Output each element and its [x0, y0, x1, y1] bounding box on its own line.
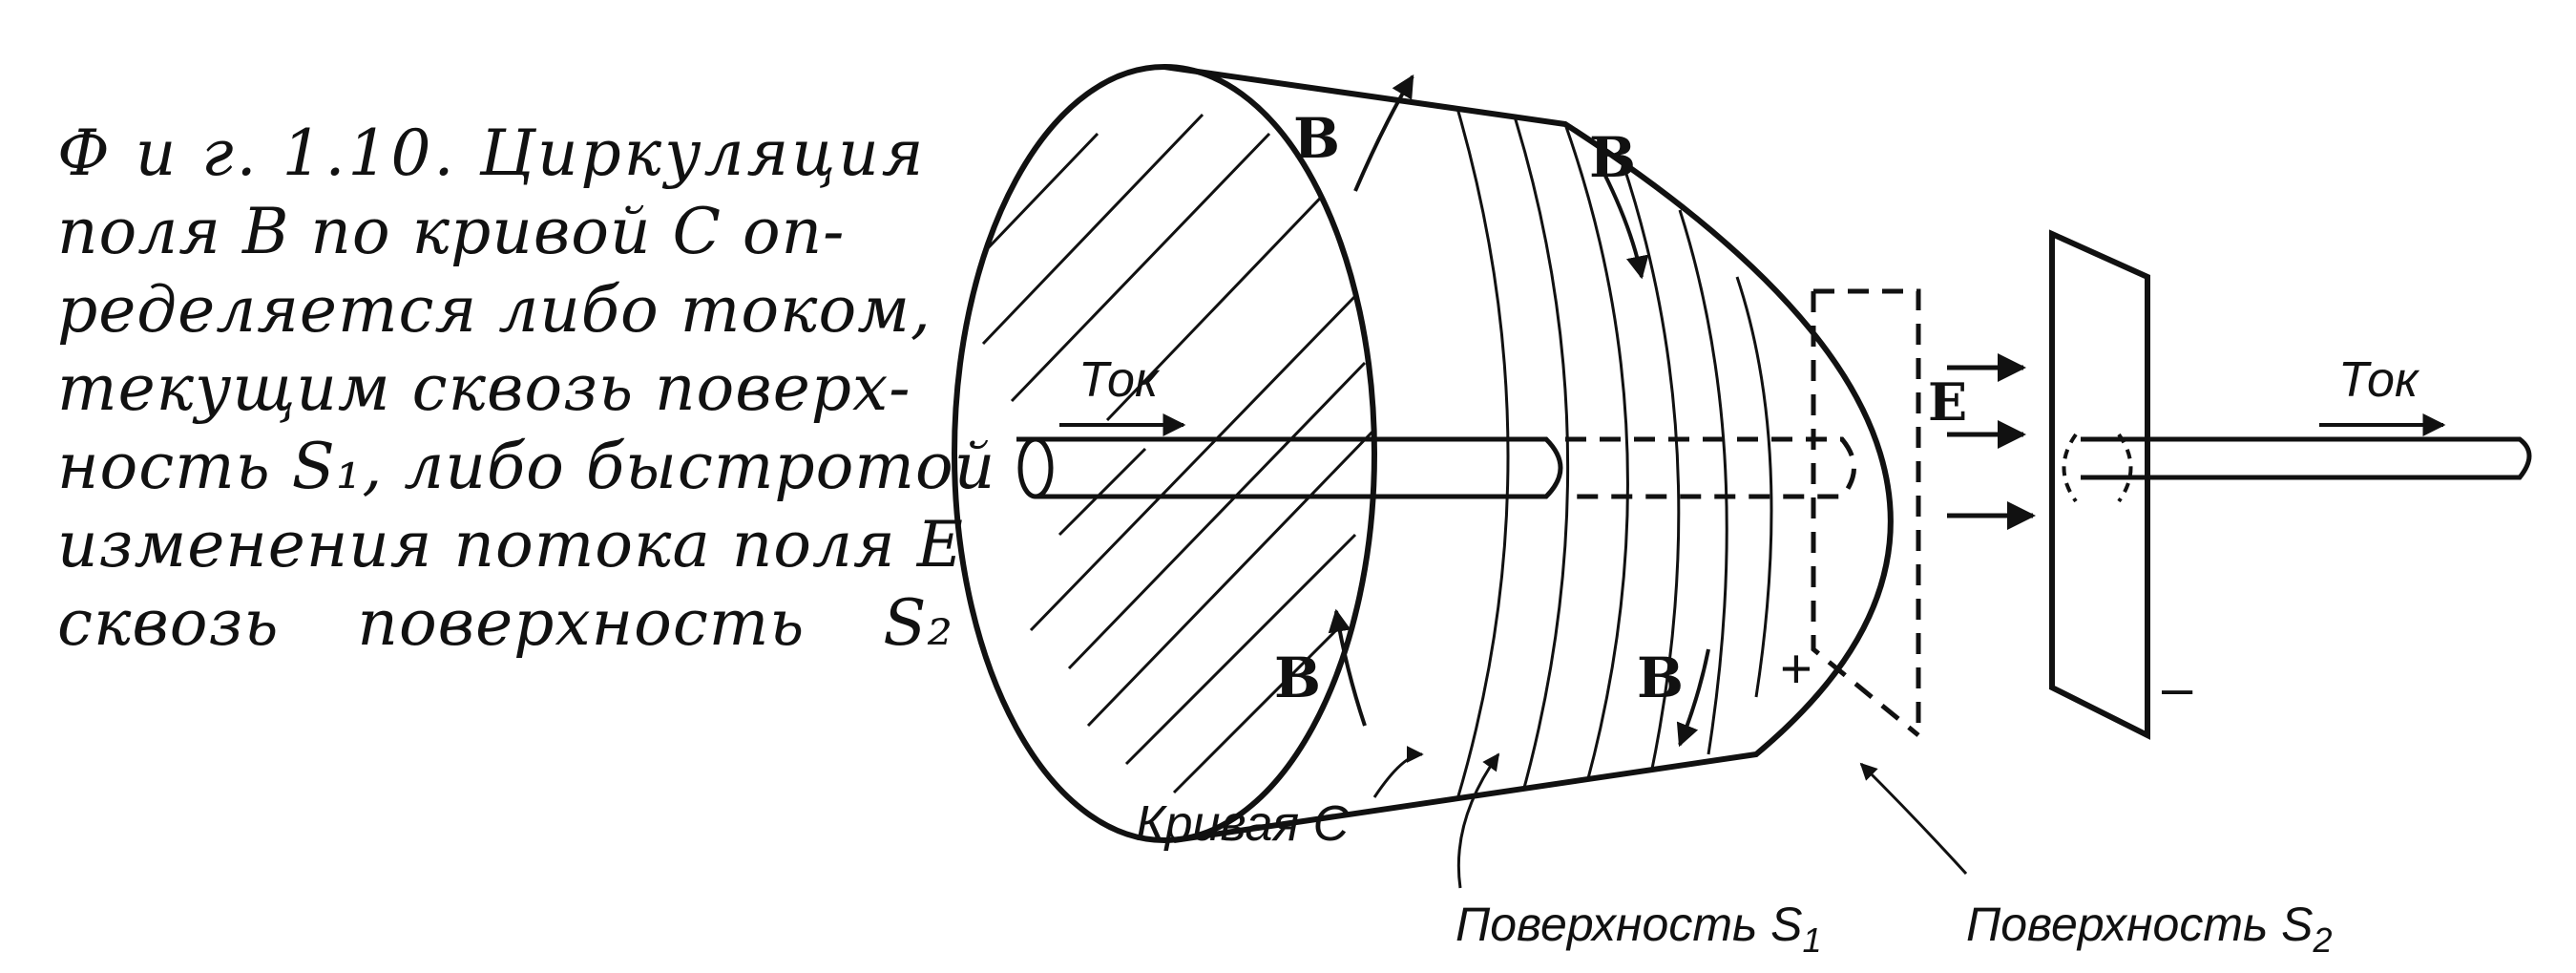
b-label-bottom-left: B — [1274, 645, 1321, 710]
surface-s1 — [952, 64, 1377, 843]
b-arrow-bottom-left — [1328, 608, 1367, 727]
surface-s2-label: Поверхность S2 — [1966, 898, 2333, 960]
right-wire — [2062, 433, 2532, 503]
surface-s2 — [1163, 64, 1921, 843]
caption-line: изменения потока поля E — [57, 508, 964, 582]
leader-surface-s1 — [1456, 752, 1500, 889]
b-arrow-bottom-right — [1676, 648, 1710, 748]
surface-s1-text: Поверхность S — [1456, 898, 1803, 951]
surface-s2-text: Поверхность S — [1966, 898, 2314, 951]
surface-s1-label: Поверхность S1 — [1456, 898, 1822, 960]
leader-curve-c — [1372, 746, 1424, 798]
caption-line: сквозь поверхность S₂ — [57, 586, 953, 660]
current-right-label: Ток — [2338, 352, 2420, 408]
b-label-bottom-right: B — [1637, 645, 1684, 710]
b-arrow-top-right — [1602, 171, 1649, 280]
left-wire — [1016, 436, 1563, 499]
caption-line: ределяется либо током, — [57, 273, 932, 347]
caption-line: поля B по кривой C оп- — [57, 195, 846, 268]
surface-s1-subscript: 1 — [1803, 920, 1822, 960]
right-plate — [2049, 229, 2150, 740]
caption-line: текущим сквозь поверх- — [57, 351, 911, 425]
surface-s2-subscript: 2 — [2313, 920, 2333, 960]
e-field-arrows — [1947, 353, 2036, 530]
b-label-top-left: B — [1293, 106, 1340, 171]
curve-c-label: Кривая C — [1136, 796, 1350, 852]
figure-caption: Ф и г. 1.10. Циркуляция поля B по кривой… — [57, 115, 996, 663]
caption-line: ность S₁, либо быстротой — [57, 430, 996, 503]
leader-surface-s2 — [1859, 762, 1968, 876]
minus-label: – — [2162, 657, 2193, 719]
caption-line: Ф и г. 1.10. Циркуляция — [57, 116, 927, 190]
b-label-top-right: B — [1589, 125, 1636, 190]
current-left-label: Ток — [1079, 352, 1161, 408]
e-label: E — [1928, 371, 1967, 433]
b-arrow-top-left — [1353, 74, 1414, 192]
plus-label: + — [1780, 638, 1812, 700]
